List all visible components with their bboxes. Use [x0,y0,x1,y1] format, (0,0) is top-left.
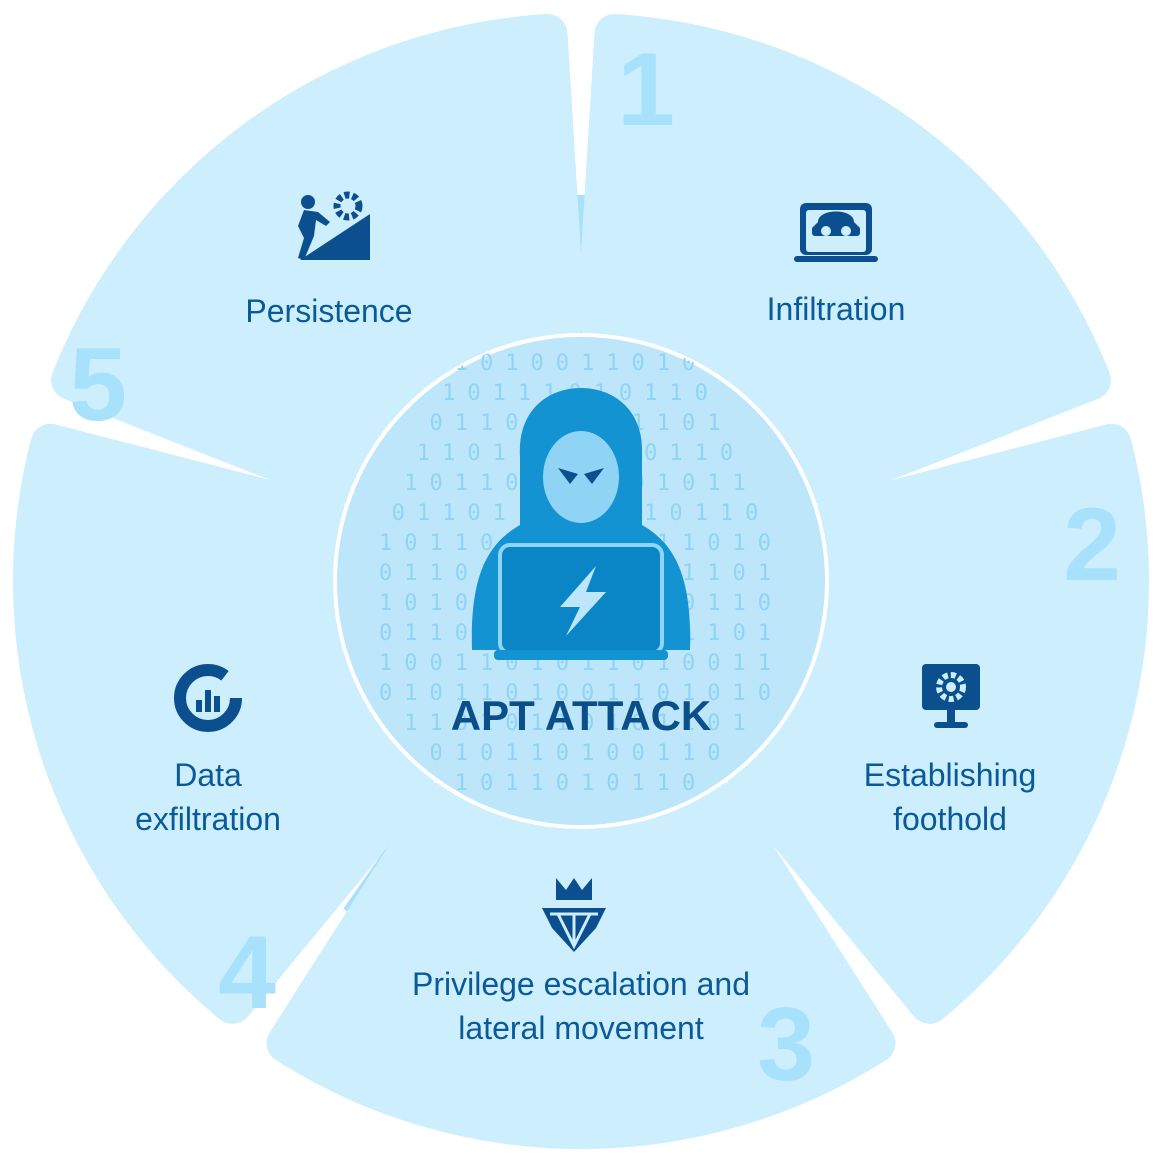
stage-numbers: 1 2 3 4 5 [69,32,1121,1103]
stage-label-5: Persistence [245,293,412,329]
binary-row: 1010011010 [455,351,707,376]
segment-3 [266,781,896,1149]
hacker-icon [471,388,691,660]
binary-row: 010110100110 [430,741,733,766]
stage-label-line: Privilege escalation and [412,966,750,1002]
stage-label-line: exfiltration [135,801,281,837]
stage-number-1: 1 [617,32,675,148]
stage-label-4: Data exfiltration [135,757,281,837]
center-title: APT ATTACK [451,692,712,739]
stage-label-line: Establishing [864,757,1037,793]
stage-number-2: 2 [1063,487,1121,603]
stage-label-2: Establishing foothold [864,757,1037,837]
chart-donut-icon [174,664,242,732]
stage-number-3: 3 [757,987,815,1103]
climber-gear-icon [298,191,370,260]
stage-number-5: 5 [69,327,127,443]
stage-label-line: Infiltration [767,291,906,327]
stage-label-3: Privilege escalation and lateral movement [412,966,750,1046]
binary-row: 11010110101101 [404,711,757,736]
stage-label-1: Infiltration [767,291,906,327]
binary-row: 0101101001101010 [379,681,783,706]
stage-label-line: Persistence [245,293,412,329]
crown-diamond-icon [542,878,606,952]
stage-label-line: foothold [893,801,1007,837]
binary-row: 1011010110 [455,771,707,796]
center-disc: 1010011010101110101100110100111011101001… [333,333,829,829]
hacker-laptop-icon [794,203,878,262]
stage-number-4: 4 [218,915,276,1031]
stage-label-line: lateral movement [458,1010,704,1046]
gear-monitor-icon [922,664,980,728]
stage-label-line: Data [174,757,242,793]
